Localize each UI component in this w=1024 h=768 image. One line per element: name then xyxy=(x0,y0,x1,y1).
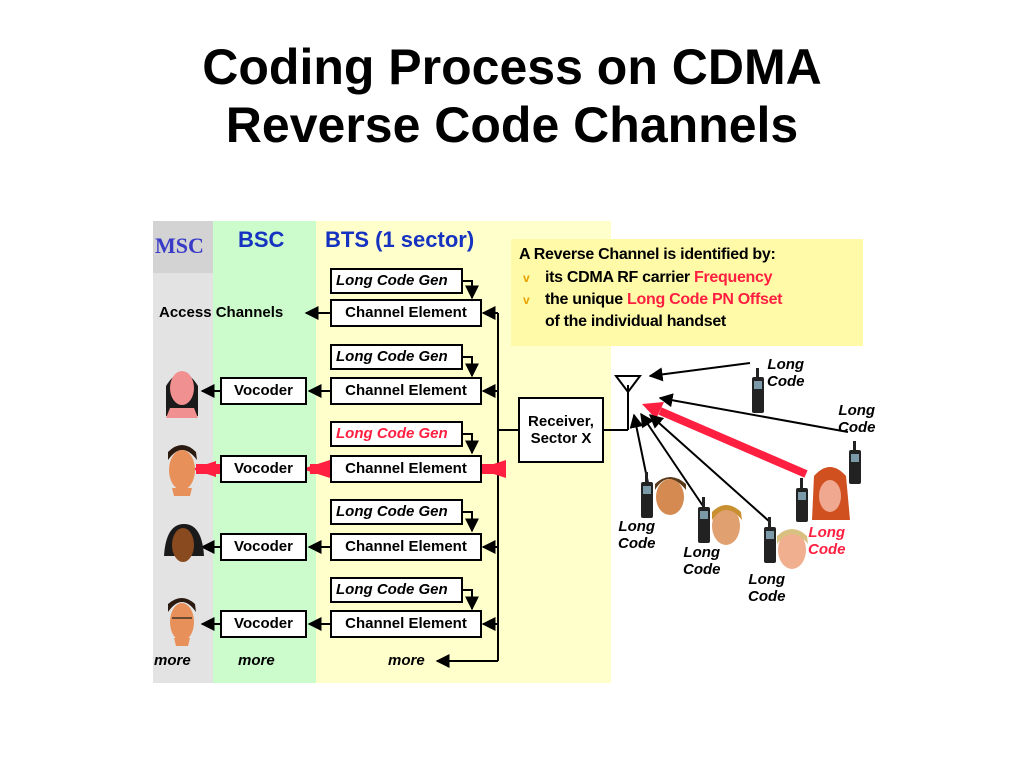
person-icon xyxy=(655,477,686,515)
slide-title: Coding Process on CDMA Reverse Code Chan… xyxy=(0,38,1024,154)
channel-element-1: Channel Element xyxy=(330,299,482,327)
info-bullet-frequency: v its CDMA RF carrier Frequency xyxy=(519,267,855,289)
long-code-gen-4: Long Code Gen xyxy=(330,499,463,525)
person-icon xyxy=(168,445,197,496)
receiver-line-2: Sector X xyxy=(530,430,592,447)
person-icon xyxy=(777,529,808,569)
bullet-2-text: the unique xyxy=(545,291,628,308)
person-icon xyxy=(168,598,196,646)
channel-element-5: Channel Element xyxy=(330,610,482,638)
long-code-gen-1: Long Code Gen xyxy=(330,268,463,294)
long-code-gen-5: Long Code Gen xyxy=(330,577,463,603)
info-box: A Reverse Channel is identified by: v it… xyxy=(511,239,863,346)
info-heading: A Reverse Channel is identified by: xyxy=(519,246,776,263)
title-line-2: Reverse Code Channels xyxy=(225,97,799,153)
msc-header-band xyxy=(153,221,213,273)
channel-element-2: Channel Element xyxy=(330,377,482,405)
access-channels-label: Access Channels xyxy=(159,304,284,321)
title-line-1: Coding Process on CDMA xyxy=(202,39,822,95)
bsc-header: BSC xyxy=(238,227,285,252)
channel-element-3: Channel Element xyxy=(330,455,482,483)
person-icon xyxy=(812,467,850,520)
vocoder-1: Vocoder xyxy=(220,377,307,405)
bullet-icon: v xyxy=(523,293,530,307)
long-code-gen-3-highlighted: Long Code Gen xyxy=(330,421,463,447)
bullet-1-highlight: Frequency xyxy=(694,269,773,286)
info-bullet-pn-offset: v the unique Long Code PN Offset of the … xyxy=(519,289,855,333)
bullet-2-line-2: of the individual handset xyxy=(545,313,726,330)
long-code-gen-2: Long Code Gen xyxy=(330,344,463,370)
highlighted-path xyxy=(192,402,808,478)
vocoder-2: Vocoder xyxy=(220,455,307,483)
receiver-line-1: Receiver, xyxy=(528,413,594,430)
receiver-box: Receiver, Sector X xyxy=(518,397,604,463)
bullet-icon: v xyxy=(523,271,530,285)
vocoder-3: Vocoder xyxy=(220,533,307,561)
channel-element-4: Channel Element xyxy=(330,533,482,561)
vocoder-4: Vocoder xyxy=(220,610,307,638)
bsc-column xyxy=(213,221,316,683)
bullet-1-text: its CDMA RF carrier xyxy=(545,269,695,286)
person-icon xyxy=(712,505,742,545)
more-label-bsc: more xyxy=(238,652,275,669)
antenna-icon xyxy=(614,375,642,430)
msc-header: MSC xyxy=(155,233,204,258)
more-label-msc: more xyxy=(154,652,191,669)
bullet-2-highlight: Long Code PN Offset xyxy=(627,291,783,308)
bts-header: BTS (1 sector) xyxy=(325,227,475,252)
more-label-bts: more xyxy=(388,652,425,669)
person-icon xyxy=(164,524,204,562)
person-icon xyxy=(166,371,198,418)
